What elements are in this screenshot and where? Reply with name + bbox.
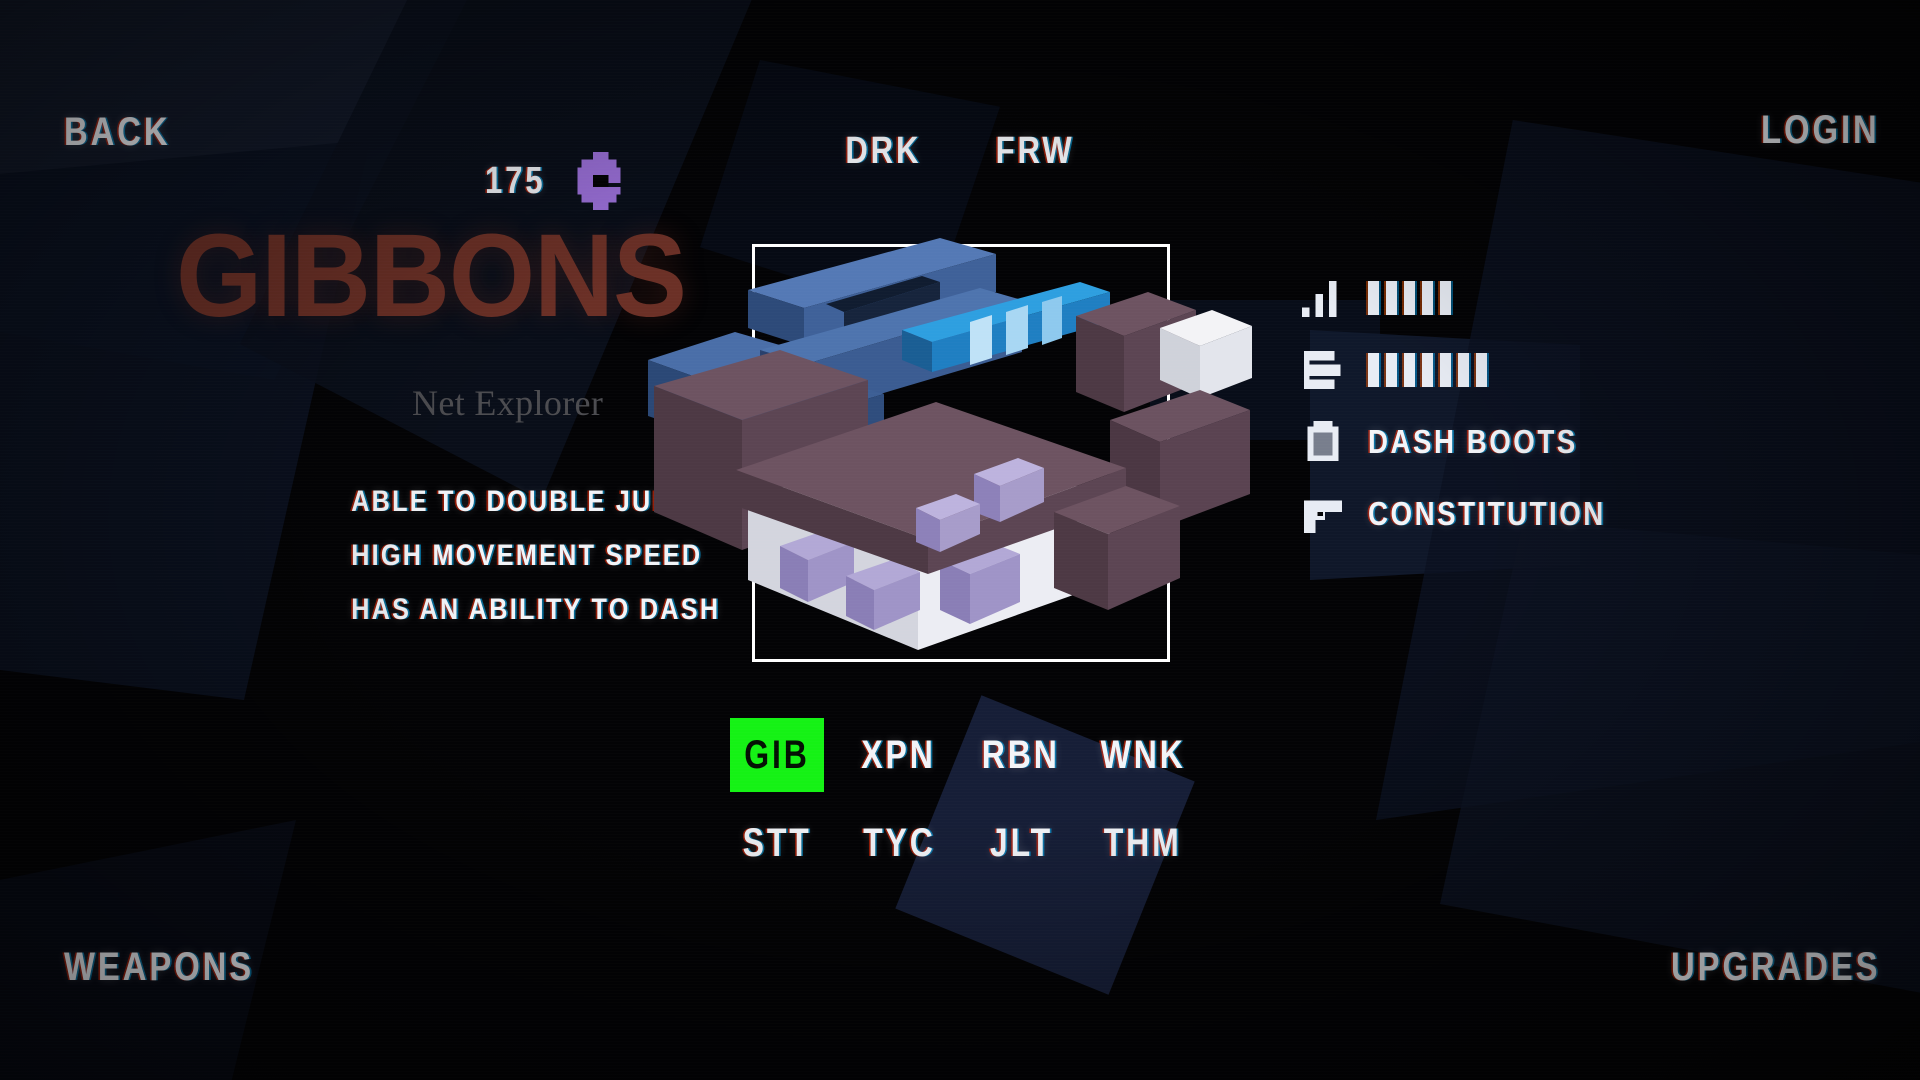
stat-pips-speed — [1368, 281, 1451, 315]
character-title-block: GIBBONS Net Explorer — [176, 210, 816, 423]
header-tag-row: DRK FRW — [0, 130, 1920, 173]
perk-item: ABLE TO DOUBLE JUMP — [351, 485, 695, 518]
armor-steps-icon — [1300, 347, 1346, 393]
character-code: TYC — [862, 820, 936, 865]
character-preview-frame — [752, 244, 1170, 662]
login-button[interactable]: LOGIN — [1761, 108, 1880, 152]
header-tag-frw[interactable]: FRW — [995, 130, 1075, 172]
character-code: WNK — [1100, 732, 1186, 777]
item-label-dash-boots: DASH BOOTS — [1368, 423, 1578, 460]
character-name: GIBBONS — [176, 210, 687, 342]
character-grid-row: GIB XPN RBN WNK — [730, 718, 1190, 792]
character-code: XPN — [861, 732, 937, 777]
character-code: GIB — [744, 732, 810, 777]
character-cell-thm[interactable]: THM — [1096, 806, 1190, 880]
character-code: STT — [742, 820, 812, 865]
character-cell-jlt[interactable]: JLT — [974, 806, 1068, 880]
character-cell-xpn[interactable]: XPN — [852, 718, 946, 792]
coin-icon — [577, 152, 620, 210]
stat-row-armor — [1300, 334, 1720, 406]
perk-list: ABLE TO DOUBLE JUMP HIGH MOVEMENT SPEED … — [300, 485, 721, 647]
perk-item: HAS AN ABILITY TO DASH — [351, 593, 721, 626]
pistol-icon — [1300, 491, 1346, 537]
character-cell-tyc[interactable]: TYC — [852, 806, 946, 880]
character-code: RBN — [982, 732, 1060, 777]
currency-amount: 175 — [485, 159, 546, 202]
character-cell-stt[interactable]: STT — [730, 806, 824, 880]
signal-bars-icon — [1300, 275, 1346, 321]
character-grid: GIB XPN RBN WNK STT TYC JLT THM — [0, 718, 1920, 880]
stat-row-constitution[interactable]: CONSTITUTION — [1300, 478, 1720, 550]
stats-panel: DASH BOOTS CONSTITUTION — [1300, 262, 1720, 550]
character-cell-wnk[interactable]: WNK — [1096, 718, 1190, 792]
upgrades-button[interactable]: UPGRADES — [1670, 945, 1880, 989]
character-code: JLT — [989, 820, 1053, 865]
stat-row-speed — [1300, 262, 1720, 334]
perk-item: HIGH MOVEMENT SPEED — [351, 539, 703, 572]
character-cell-gib[interactable]: GIB — [730, 718, 824, 792]
item-label-constitution: CONSTITUTION — [1368, 495, 1606, 532]
character-cell-rbn[interactable]: RBN — [974, 718, 1068, 792]
character-subtitle: Net Explorer — [412, 383, 604, 423]
stat-row-dash-boots[interactable]: DASH BOOTS — [1300, 406, 1720, 478]
header-tag-drk[interactable]: DRK — [844, 130, 921, 172]
boots-icon — [1300, 419, 1346, 465]
currency-display: 175 — [485, 152, 625, 210]
back-button[interactable]: BACK — [64, 110, 171, 154]
character-grid-row: STT TYC JLT THM — [730, 806, 1190, 880]
stat-pips-armor — [1368, 353, 1487, 387]
weapons-button[interactable]: WEAPONS — [64, 945, 255, 989]
character-code: THM — [1104, 820, 1182, 865]
